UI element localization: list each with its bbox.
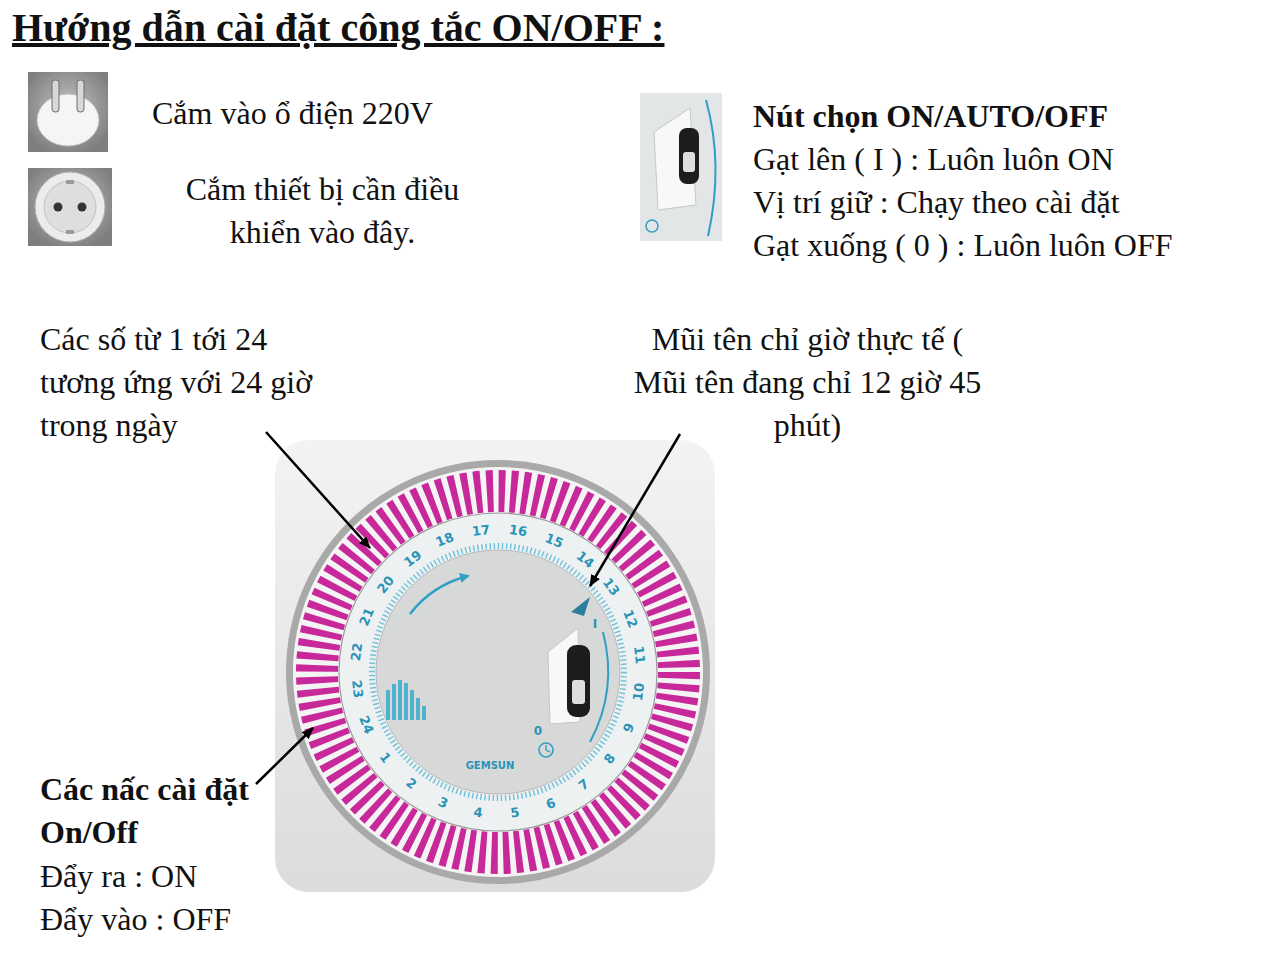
leader-arrow bbox=[590, 434, 680, 586]
switch-note: Vị trí giữ : Chạy theo cài đặt bbox=[753, 181, 1120, 224]
page-title: Hướng dẫn cài đặt công tắc ON/OFF : bbox=[12, 4, 664, 52]
brand-mark: GEMSUN bbox=[466, 760, 515, 772]
slider-mark bbox=[404, 683, 408, 720]
photo-ground bbox=[28, 72, 108, 152]
switch-mark: 0 bbox=[534, 724, 542, 738]
callout-note: Đẩy vào : OFF bbox=[40, 898, 231, 941]
clock-hands bbox=[546, 745, 550, 752]
socket-photo bbox=[28, 168, 112, 246]
rotation-arrow bbox=[410, 576, 468, 614]
plug-photo bbox=[28, 72, 108, 152]
number-ring bbox=[339, 513, 657, 831]
hour-number: 23 bbox=[349, 679, 365, 699]
plug-note: Cắm vào ổ điện 220V bbox=[152, 92, 433, 135]
plug-pin bbox=[52, 80, 59, 112]
clock-icon bbox=[646, 220, 658, 232]
callout-heading: Các nấc cài đặt On/Off bbox=[40, 768, 255, 854]
switch-lever bbox=[572, 680, 585, 704]
timer-housing bbox=[275, 440, 715, 892]
socket-hole bbox=[54, 203, 63, 212]
setting-tabs bbox=[317, 491, 679, 853]
hour-number: 17 bbox=[471, 523, 491, 539]
switch-slot bbox=[567, 645, 590, 717]
socket-face bbox=[35, 172, 105, 242]
leader-arrow bbox=[256, 728, 313, 784]
hour-number: 11 bbox=[631, 645, 647, 665]
ground-clip bbox=[66, 180, 74, 184]
switch-mark: I bbox=[593, 617, 597, 631]
hour-number: 10 bbox=[630, 682, 646, 702]
callout-note: Các số từ 1 tới 24 tương ứng với 24 giờ … bbox=[40, 318, 320, 447]
switch-note: Gạt xuống ( 0 ) : Luôn luôn OFF bbox=[753, 224, 1173, 267]
photo-ground bbox=[28, 168, 112, 246]
slider-marks bbox=[386, 680, 426, 720]
slider-mark bbox=[392, 684, 396, 720]
slider-mark bbox=[398, 680, 402, 720]
inner-disk bbox=[376, 550, 620, 794]
switch-slot bbox=[679, 128, 699, 184]
leader-arrow bbox=[266, 432, 370, 548]
tab-ground bbox=[293, 467, 703, 877]
plug-body bbox=[37, 94, 99, 146]
ground-clip bbox=[66, 230, 74, 234]
switch-cover bbox=[654, 108, 696, 210]
socket-note: Cắm thiết bị cần điều khiển vào đây. bbox=[150, 168, 495, 254]
switch-scale bbox=[706, 100, 716, 236]
clock-icon bbox=[539, 743, 553, 757]
slider-mark bbox=[422, 706, 426, 720]
slider-mark bbox=[386, 690, 390, 720]
minute-ticks bbox=[372, 546, 624, 798]
photo-ground bbox=[640, 93, 722, 241]
switch-lever bbox=[683, 152, 695, 172]
callout-note: Đẩy ra : ON bbox=[40, 855, 197, 898]
timer-dial bbox=[275, 440, 715, 892]
switch-scale bbox=[590, 632, 608, 742]
switch-photo bbox=[640, 93, 722, 241]
socket-recess bbox=[44, 181, 96, 233]
hour-number: 16 bbox=[508, 523, 528, 539]
socket-hole bbox=[78, 203, 87, 212]
switch-note: Gạt lên ( I ) : Luôn luôn ON bbox=[753, 138, 1114, 181]
plug-pin bbox=[77, 80, 84, 112]
switch-heading: Nút chọn ON/AUTO/OFF bbox=[753, 95, 1108, 138]
slider-mark bbox=[410, 690, 414, 720]
slider-mark bbox=[416, 698, 420, 720]
callout-note: Mũi tên chỉ giờ thực tế ( Mũi tên đang c… bbox=[625, 318, 990, 447]
time-indicator bbox=[571, 597, 590, 616]
